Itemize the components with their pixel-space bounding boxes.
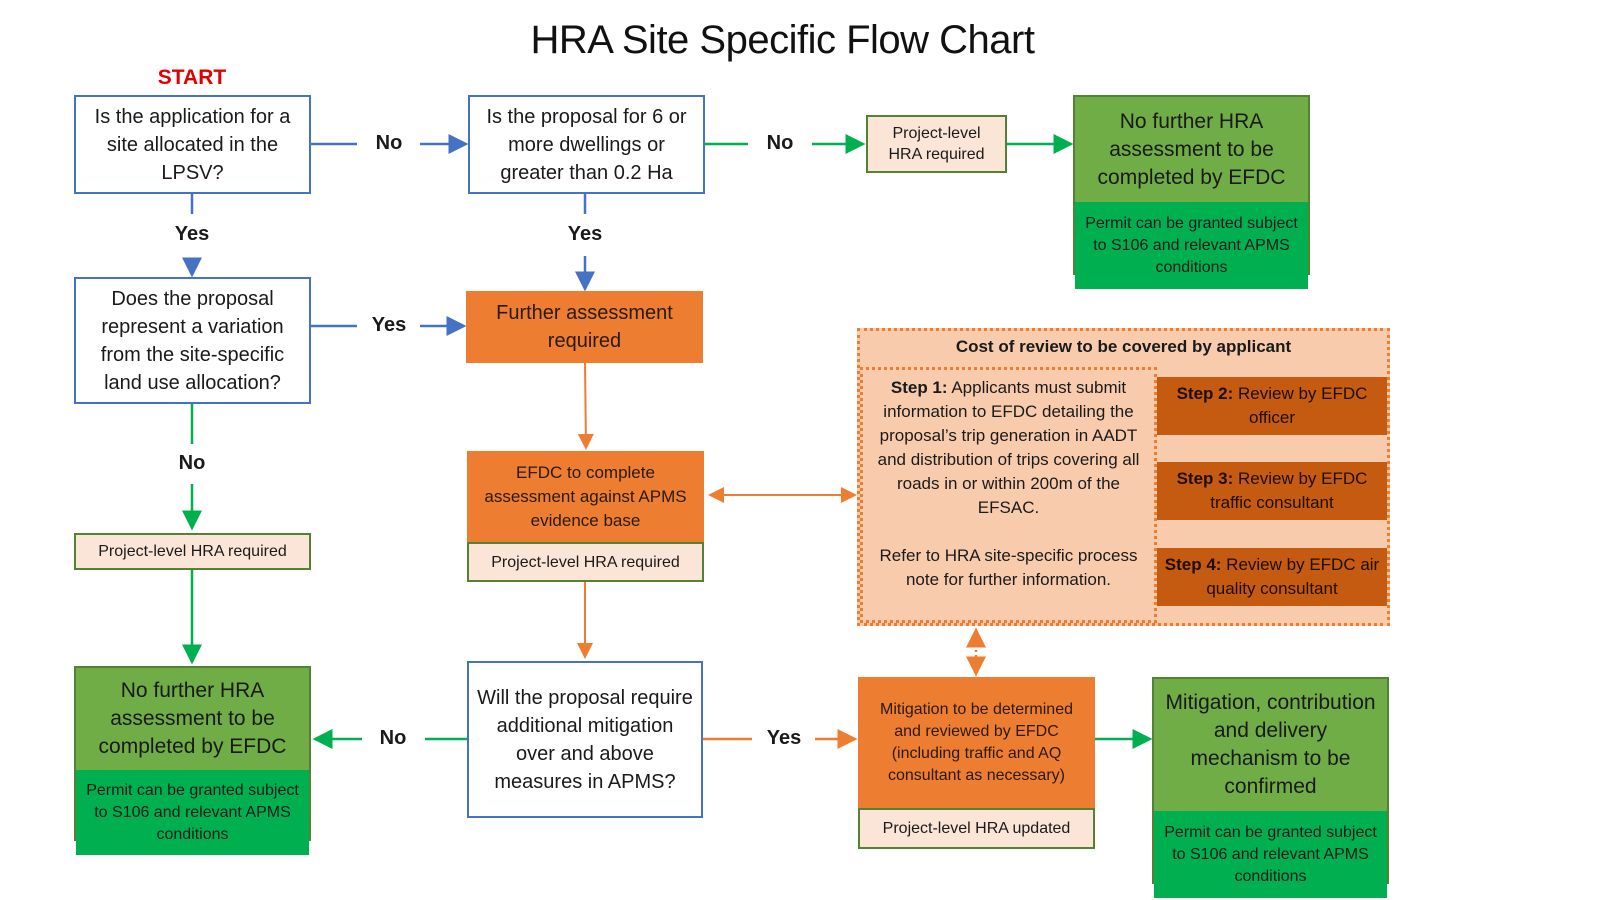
outcome-bottom-left-sub: Permit can be granted subject to S106 an… — [76, 770, 309, 855]
decision-q2-text: Is the proposal for 6 or more dwellings … — [486, 105, 687, 184]
step-3-label: Step 3: — [1176, 469, 1234, 488]
further-assessment-text: Further assessment required — [496, 302, 673, 352]
outcome-bottom-right[interactable]: Mitigation, contribution and delivery me… — [1152, 677, 1389, 898]
step-2-body: Review by EFDC officer — [1233, 384, 1368, 427]
outcome-bottom-left[interactable]: No further HRA assessment to be complete… — [74, 666, 311, 855]
edge-further-efdc — [577, 361, 594, 450]
edge-label-q4-yes: Yes — [766, 727, 802, 749]
decision-q1[interactable]: Is the application for a site allocated … — [74, 95, 311, 194]
edge-label-q1-yes: Yes — [174, 223, 210, 245]
cost-review-panel: Cost of review to be covered by applican… — [857, 328, 1390, 626]
mitigation-determined-sub: Project-level HRA updated — [858, 808, 1095, 849]
decision-q2[interactable]: Is the proposal for 6 or more dwellings … — [468, 95, 705, 194]
project-level-hra-top-text: Project-level HRA required — [888, 125, 985, 163]
decision-q3[interactable]: Does the proposal represent a variation … — [74, 277, 311, 404]
efdc-complete-text: EFDC to complete assessment against APMS… — [467, 451, 704, 542]
further-assessment-required[interactable]: Further assessment required — [466, 291, 703, 363]
outcome-bottom-right-sub: Permit can be granted subject to S106 an… — [1154, 811, 1387, 898]
edge-label-q2-no: No — [766, 132, 794, 154]
efdc-complete-sub: Project-level HRA required — [467, 542, 704, 582]
outcome-bottom-left-main: No further HRA assessment to be complete… — [76, 668, 309, 770]
step-1-text: Step 1: Applicants must submit informati… — [871, 376, 1146, 520]
step-1-box[interactable]: Step 1: Applicants must submit informati… — [860, 367, 1157, 623]
step-4-body: Review by EFDC air quality consultant — [1206, 555, 1380, 598]
mitigation-determined[interactable]: Mitigation to be determined and reviewed… — [858, 677, 1095, 849]
decision-q4[interactable]: Will the proposal require additional mit… — [467, 661, 703, 818]
decision-q3-text: Does the proposal represent a variation … — [100, 287, 285, 394]
edge-label-q4-no: No — [379, 727, 407, 749]
decision-q1-text: Is the application for a site allocated … — [94, 105, 291, 184]
edge-label-q3-yes: Yes — [371, 314, 407, 336]
step-2-box[interactable]: Step 2: Review by EFDC officer — [1157, 377, 1387, 435]
step-1-note: Refer to HRA site-specific process note … — [879, 546, 1138, 589]
step-3-body: Review by EFDC traffic consultant — [1210, 469, 1368, 512]
outcome-top-right[interactable]: No further HRA assessment to be complete… — [1073, 95, 1310, 289]
outcome-top-right-sub: Permit can be granted subject to S106 an… — [1075, 202, 1308, 289]
edge-label-q1-no: No — [375, 132, 403, 154]
decision-q4-text: Will the proposal require additional mit… — [477, 686, 693, 793]
step-2-label: Step 2: — [1176, 384, 1234, 403]
step-1-body: Applicants must submit information to EF… — [877, 378, 1140, 517]
efdc-complete-assessment[interactable]: EFDC to complete assessment against APMS… — [467, 451, 704, 582]
edge-label-q2-yes: Yes — [567, 223, 603, 245]
step-3-text: Step 3: Review by EFDC traffic consultan… — [1157, 467, 1387, 515]
mitigation-determined-text: Mitigation to be determined and reviewed… — [858, 677, 1095, 808]
steps-column: Step 2: Review by EFDC officer Step 3: R… — [1157, 367, 1387, 623]
outcome-bottom-right-main: Mitigation, contribution and delivery me… — [1154, 679, 1387, 811]
step-1-label: Step 1: — [890, 378, 948, 397]
step-2-text: Step 2: Review by EFDC officer — [1157, 382, 1387, 430]
project-level-hra-left[interactable]: Project-level HRA required — [74, 533, 311, 570]
outcome-top-right-main: No further HRA assessment to be complete… — [1075, 97, 1308, 202]
page-title: HRA Site Specific Flow Chart — [530, 18, 1035, 62]
project-level-hra-top[interactable]: Project-level HRA required — [866, 115, 1007, 173]
step-4-text: Step 4: Review by EFDC air quality consu… — [1157, 553, 1387, 601]
project-level-hra-left-text: Project-level HRA required — [98, 543, 287, 560]
cost-review-heading: Cost of review to be covered by applican… — [955, 337, 1292, 356]
step-4-label: Step 4: — [1164, 555, 1222, 574]
step-4-box[interactable]: Step 4: Review by EFDC air quality consu… — [1157, 548, 1387, 606]
step-3-box[interactable]: Step 3: Review by EFDC traffic consultan… — [1157, 462, 1387, 520]
start-label: START — [157, 66, 227, 89]
edge-label-q3-no: No — [178, 452, 206, 474]
